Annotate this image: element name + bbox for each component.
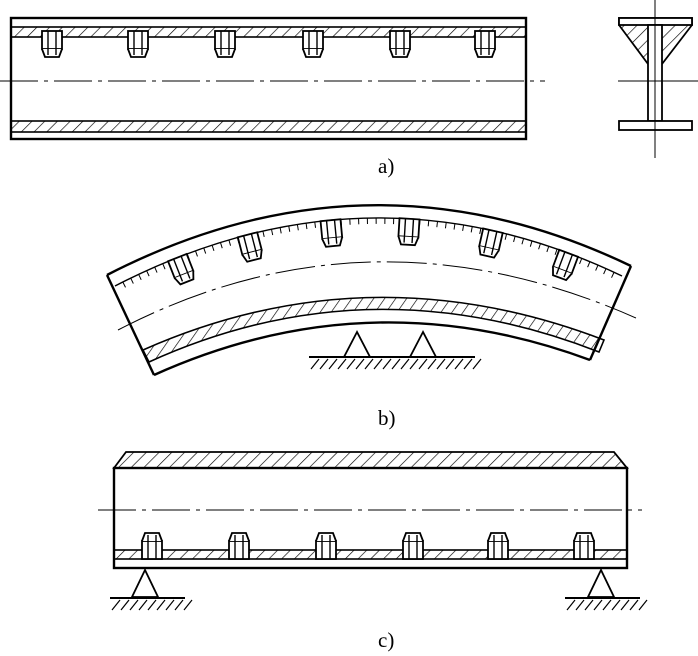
cross-section-a bbox=[618, 0, 698, 158]
stud bbox=[551, 248, 580, 282]
stud bbox=[389, 30, 411, 58]
support-b bbox=[309, 330, 482, 370]
stud bbox=[474, 30, 496, 58]
stud bbox=[397, 217, 421, 247]
scale-ticks-b bbox=[122, 217, 615, 288]
stud bbox=[315, 532, 337, 560]
stud bbox=[127, 30, 149, 58]
label-b: b) bbox=[378, 406, 396, 430]
stud bbox=[214, 30, 236, 58]
stud bbox=[302, 30, 324, 58]
panel-b: b) bbox=[105, 204, 637, 430]
stud bbox=[166, 252, 195, 286]
support-c-left bbox=[110, 567, 193, 611]
beam-b-outline bbox=[105, 204, 637, 377]
stud bbox=[478, 227, 504, 259]
stud bbox=[228, 532, 250, 560]
stud bbox=[236, 231, 263, 263]
stud bbox=[319, 218, 344, 248]
stud-row-b bbox=[166, 217, 580, 286]
stud-row-c bbox=[141, 532, 595, 560]
support-c-right bbox=[565, 567, 648, 611]
panel-a: a) bbox=[0, 0, 698, 178]
label-a: a) bbox=[378, 154, 394, 178]
label-c: c) bbox=[378, 628, 394, 652]
stud bbox=[573, 532, 595, 560]
stud bbox=[41, 30, 63, 58]
beam-c-outline bbox=[112, 451, 629, 570]
stud bbox=[487, 532, 509, 560]
stud bbox=[141, 532, 163, 560]
stud-row-a bbox=[41, 30, 496, 58]
beam-a-outline bbox=[9, 16, 528, 141]
stud bbox=[402, 532, 424, 560]
panel-c: c) bbox=[98, 451, 648, 652]
